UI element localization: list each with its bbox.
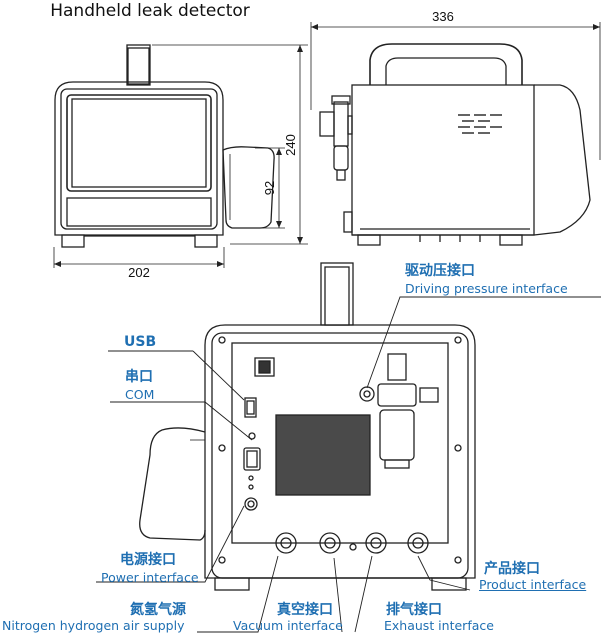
label-product-en: Product interface bbox=[479, 577, 587, 592]
label-exhaust-en: Exhaust interface bbox=[384, 618, 494, 633]
label-com-cn: 串口 bbox=[125, 369, 153, 385]
diagram-title: Handheld leak detector bbox=[50, 1, 250, 21]
label-exhaust-cn: 排气接口 bbox=[386, 602, 442, 618]
label-com-en: COM bbox=[125, 387, 155, 402]
dimension-width: 202 bbox=[128, 265, 150, 280]
label-nitrogen-en: Nitrogen hydrogen air supply bbox=[2, 618, 185, 633]
dimension-height: 240 bbox=[283, 134, 298, 156]
label-vacuum-en: Vacuum interface bbox=[233, 618, 343, 633]
label-power-en: Power interface bbox=[101, 570, 199, 585]
label-nitrogen-cn: 氮氢气源 bbox=[130, 602, 186, 618]
label-usb: USB bbox=[124, 334, 157, 350]
label-driving-cn: 驱动压接口 bbox=[405, 263, 475, 279]
rear-view bbox=[139, 262, 476, 591]
side-view bbox=[310, 22, 601, 246]
label-power-cn: 电源接口 bbox=[120, 552, 176, 568]
leader-lines bbox=[96, 296, 601, 633]
dimension-length: 336 bbox=[432, 9, 454, 24]
front-view bbox=[53, 44, 308, 268]
dimension-handle: 92 bbox=[262, 181, 277, 195]
label-product-cn: 产品接口 bbox=[484, 561, 540, 577]
label-driving-en: Driving pressure interface bbox=[405, 281, 568, 296]
label-vacuum-cn: 真空接口 bbox=[277, 602, 333, 618]
